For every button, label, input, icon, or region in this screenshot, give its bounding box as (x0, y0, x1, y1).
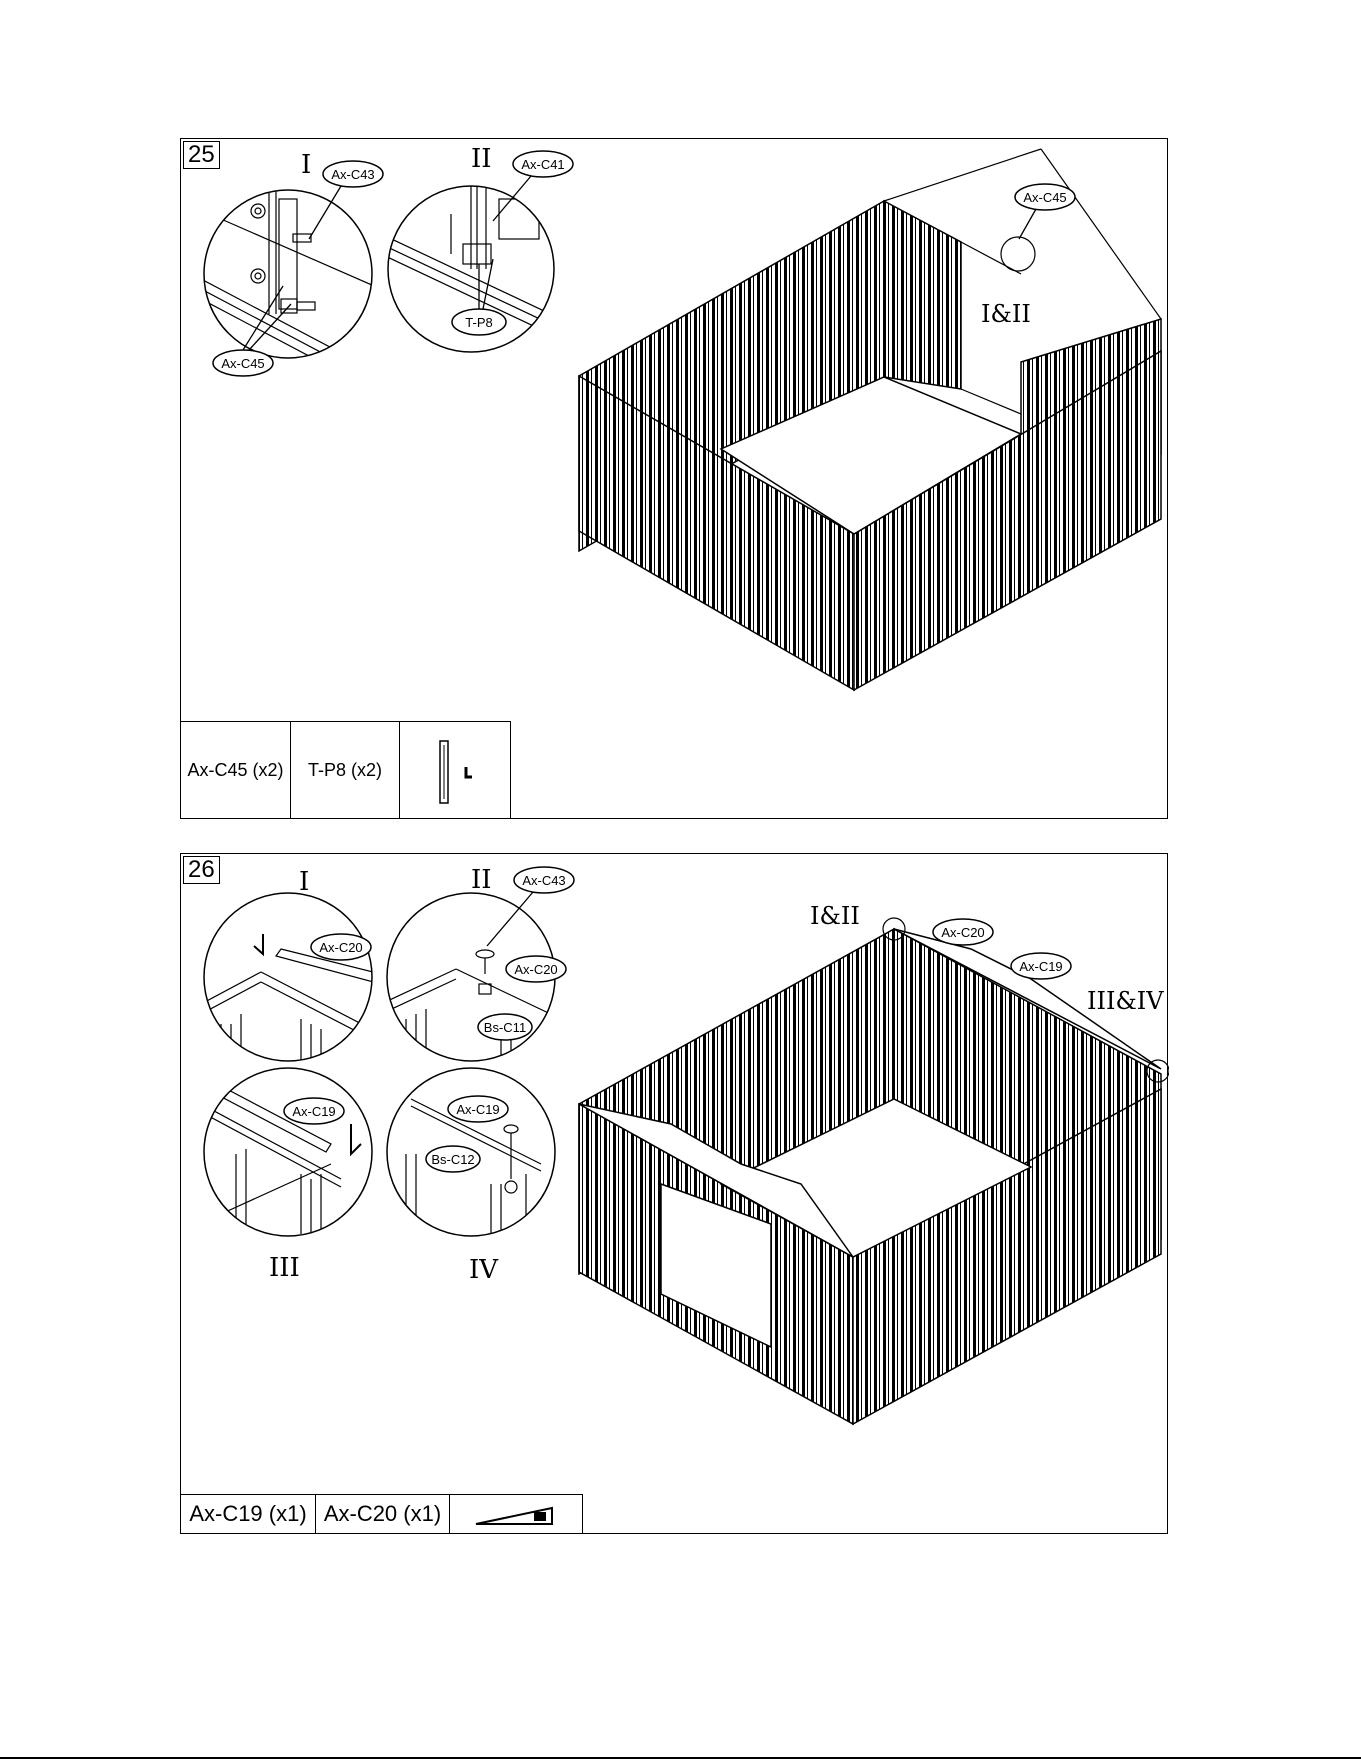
svg-text:Ax-C19: Ax-C19 (292, 1104, 335, 1119)
step-number: 26 (183, 856, 220, 884)
callout-bs-c12: Bs-C12 (426, 1146, 480, 1172)
detail-II-label: II (471, 865, 492, 895)
callout-ax-c20-detail-ii: Ax-C20 (506, 956, 566, 982)
step-number: 25 (183, 141, 220, 169)
svg-text:Ax-C19: Ax-C19 (456, 1102, 499, 1117)
svg-text:Ax-C19: Ax-C19 (1019, 959, 1062, 974)
part-item: Ax-C45 (x2) (181, 722, 290, 818)
shed-walls-step25 (579, 149, 1161, 690)
detail-I-label: I (299, 867, 309, 897)
parts-list: Ax-C45 (x2) T-P8 (x2) (181, 721, 511, 818)
svg-text:Ax-C45: Ax-C45 (221, 356, 264, 371)
svg-text:Bs-C12: Bs-C12 (431, 1152, 474, 1167)
svg-text:Ax-C20: Ax-C20 (514, 962, 557, 977)
callout-ax-c20-detail-i: Ax-C20 (311, 934, 371, 960)
detail-I-circle (201, 893, 381, 1089)
svg-text:Ax-C41: Ax-C41 (521, 157, 564, 172)
callout-ax-c20-main: Ax-C20 (933, 919, 993, 945)
callout-ax-c45-main: Ax-C45 (1015, 184, 1075, 239)
callout-bs-c11: Bs-C11 (478, 1014, 532, 1040)
shed-walls-step26 (579, 929, 1161, 1424)
svg-text:Ax-C43: Ax-C43 (331, 167, 374, 182)
main-ref-label: I&II (981, 300, 1031, 328)
detail-II-circle (381, 893, 561, 1079)
svg-text:Ax-C45: Ax-C45 (1023, 190, 1066, 205)
parts-illustration (399, 722, 507, 818)
step-26-illustration: I Ax-C20 II Ax-C43 Ax-C20 (181, 854, 1169, 1535)
part-item: T-P8 (x2) (290, 722, 399, 818)
detail-III-label: III (269, 1253, 300, 1283)
main-detail-circle (1001, 237, 1035, 271)
svg-text:Bs-C11: Bs-C11 (484, 1020, 526, 1035)
callout-ax-c19-main: Ax-C19 (1011, 953, 1071, 979)
svg-text:Ax-C43: Ax-C43 (522, 873, 565, 888)
main-ref-label: III&IV (1087, 987, 1164, 1015)
callout-ax-c19-detail-iv: Ax-C19 (448, 1096, 508, 1122)
svg-text:Ax-C20: Ax-C20 (319, 940, 362, 955)
page-bottom-rule (0, 1757, 1361, 1759)
main-ref-label: I&II (810, 902, 860, 930)
parts-illustration (449, 1495, 581, 1533)
svg-text:T-P8: T-P8 (465, 315, 492, 330)
parts-list: Ax-C19 (x1) Ax-C20 (x1) (181, 1494, 583, 1533)
detail-I-label: I (301, 150, 311, 180)
svg-text:Ax-C20: Ax-C20 (941, 925, 984, 940)
detail-II-label: II (471, 144, 492, 174)
step-26-panel: I Ax-C20 II Ax-C43 Ax-C20 (180, 853, 1168, 1534)
step-25-illustration: I Ax-C43 Ax-C45 (181, 139, 1169, 820)
step-25-panel: I Ax-C43 Ax-C45 (180, 138, 1168, 819)
detail-IV-label: IV (469, 1255, 499, 1285)
detail-III-circle (201, 1068, 372, 1236)
part-item: Ax-C19 (x1) (181, 1495, 315, 1533)
part-item: Ax-C20 (x1) (315, 1495, 449, 1533)
callout-ax-c19-detail-iii: Ax-C19 (284, 1098, 344, 1124)
